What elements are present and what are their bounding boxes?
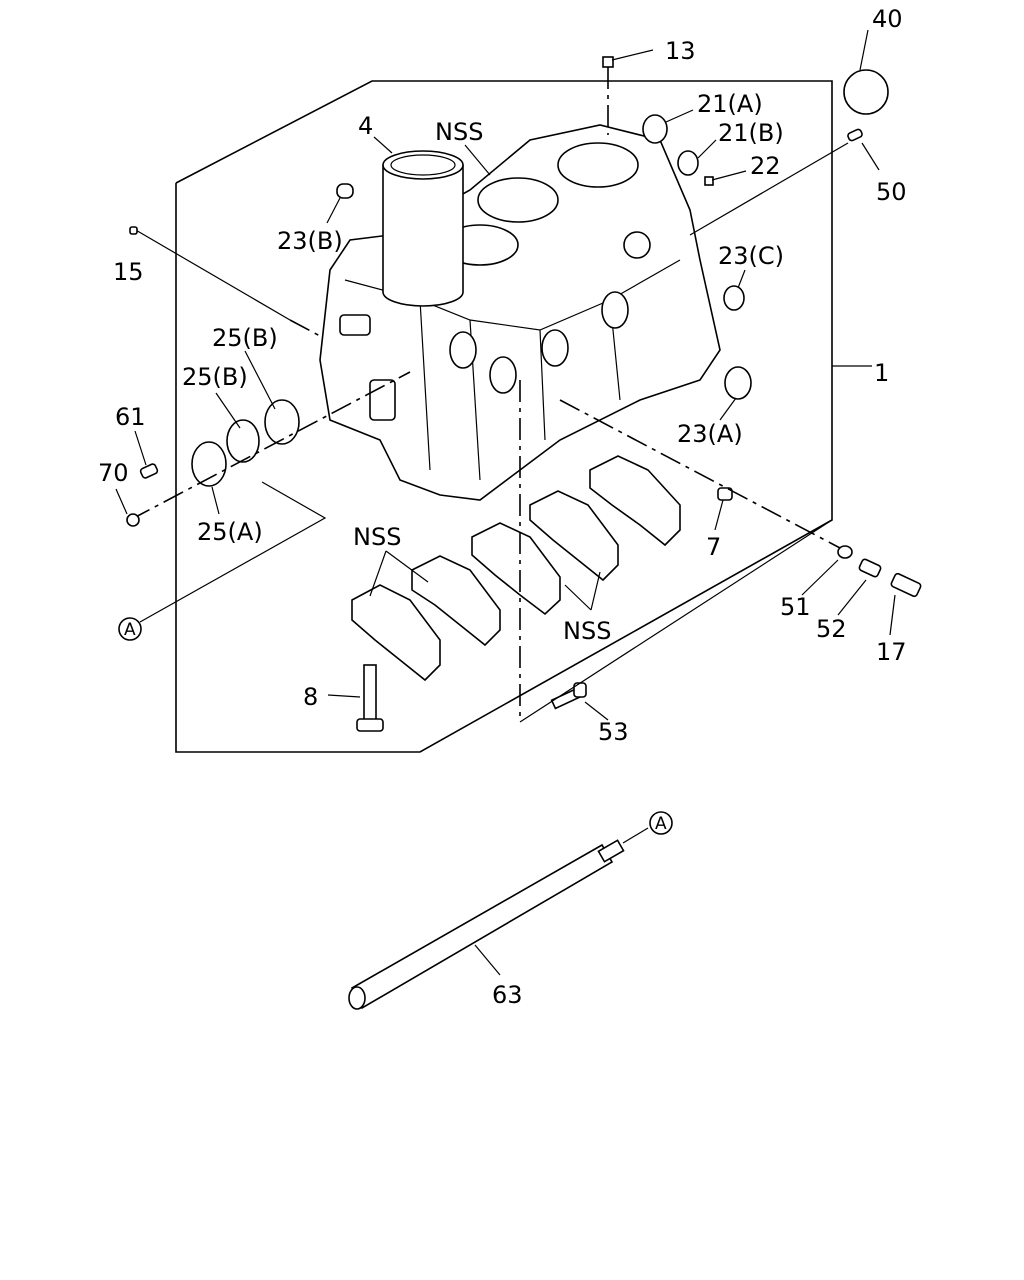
label-25a: 25(A): [197, 518, 263, 546]
label-1: 1: [874, 359, 889, 387]
ref-circle-a-lower: A: [649, 811, 673, 835]
label-40: 40: [872, 5, 903, 33]
bolt-8: [356, 664, 384, 732]
label-23c: 23(C): [718, 242, 784, 270]
main-bearing-caps: [351, 455, 681, 682]
camshaft-bushings: [129, 371, 411, 521]
part-21b: [677, 150, 699, 176]
label-21b: 21(B): [718, 119, 784, 147]
cylinder-block: [319, 124, 721, 501]
label-21a: 21(A): [697, 90, 763, 118]
label-17: 17: [876, 638, 907, 666]
label-nss-top: NSS: [435, 118, 483, 146]
cylinder-liner: [382, 150, 464, 307]
part-70: [126, 513, 140, 527]
label-nss-left: NSS: [353, 523, 401, 551]
ref-circle-a-upper: A: [118, 617, 142, 641]
label-52: 52: [816, 615, 847, 643]
part-40: [843, 69, 889, 115]
label-25b-lower: 25(B): [182, 363, 248, 391]
label-53: 53: [598, 718, 629, 746]
part-13: [602, 56, 614, 68]
label-23b: 23(B): [277, 227, 343, 255]
label-50: 50: [876, 178, 907, 206]
bolt-53: [550, 682, 587, 710]
ref-a-upper-label: A: [124, 620, 136, 640]
label-13: 13: [665, 37, 696, 65]
part-61: [139, 463, 159, 479]
label-25b-upper: 25(B): [212, 324, 278, 352]
part-52: [858, 558, 882, 578]
label-7: 7: [706, 533, 721, 561]
leader-lines: [115, 29, 896, 976]
oil-pipe: [348, 827, 649, 1010]
part-23a: [724, 366, 752, 400]
part-50: [847, 128, 863, 142]
part-23c: [723, 285, 745, 311]
part-17: [890, 572, 922, 598]
label-51: 51: [780, 593, 811, 621]
part-23b: [336, 183, 354, 199]
part-22: [704, 176, 714, 186]
bolt-7: [717, 487, 733, 501]
label-63: 63: [492, 981, 523, 1009]
part-51: [837, 545, 853, 559]
label-4: 4: [358, 112, 373, 140]
part-21a: [642, 114, 668, 144]
label-8: 8: [303, 683, 318, 711]
ref-a-lower-label: A: [655, 814, 667, 834]
part-15: [129, 226, 138, 235]
label-23a: 23(A): [677, 420, 743, 448]
label-70: 70: [98, 459, 129, 487]
label-61: 61: [115, 403, 146, 431]
label-nss-right: NSS: [563, 617, 611, 645]
label-15: 15: [113, 258, 144, 286]
label-22: 22: [750, 152, 781, 180]
